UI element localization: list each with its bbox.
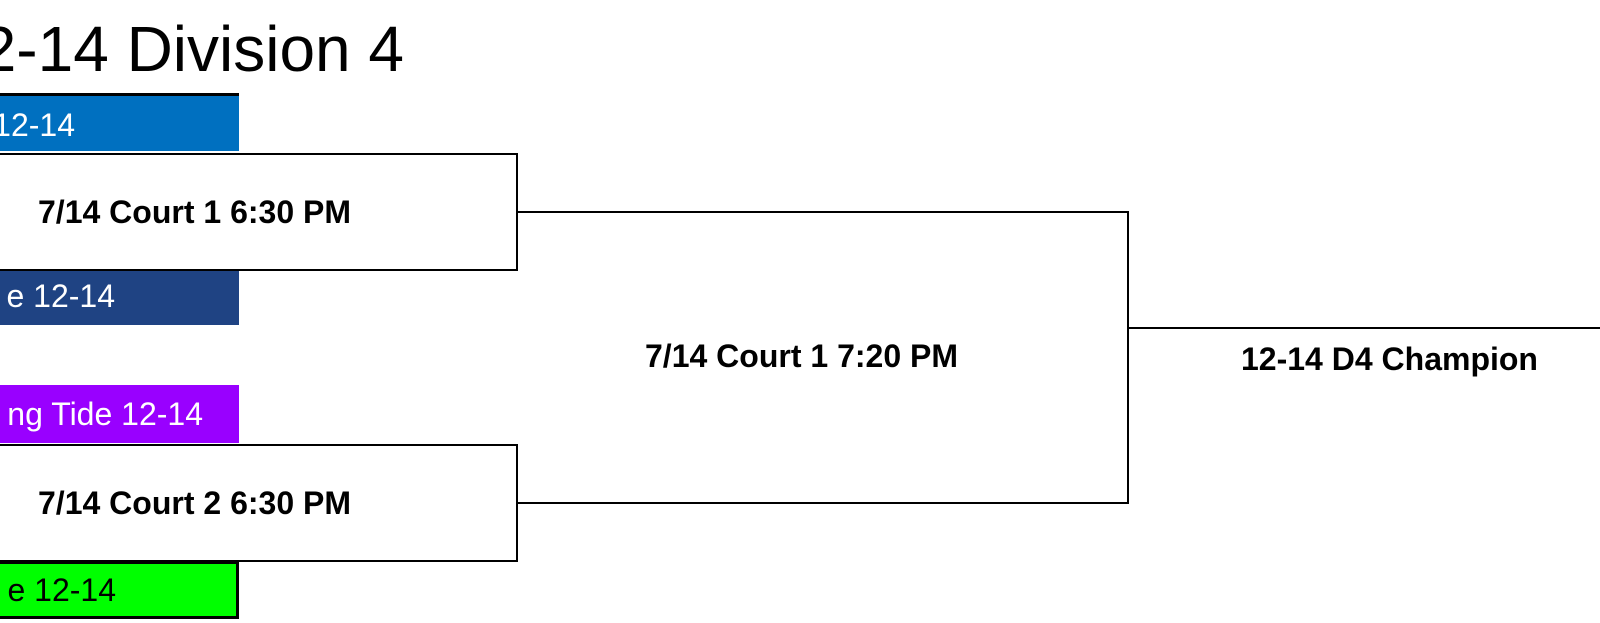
team-slot-3: ng Tide 12-14 <box>0 385 239 443</box>
game-box-1: 7/14 Court 1 6:30 PM <box>0 153 518 271</box>
semifinal-label: 7/14 Court 1 7:20 PM <box>645 338 958 374</box>
connector-semifinal-vertical <box>1127 211 1129 504</box>
team-slot-1: 12-14 <box>0 93 239 151</box>
game-2-label: 7/14 Court 2 6:30 PM <box>38 485 351 521</box>
team-slot-2: e 12-14 <box>0 267 239 325</box>
team-name-4: e 12-14 <box>7 572 116 608</box>
connector-game-2 <box>518 502 1129 504</box>
game-1-label: 7/14 Court 1 6:30 PM <box>38 194 351 230</box>
team-slot-4: e 12-14 <box>0 561 239 619</box>
bracket-title-text: 12-14 Division 4 <box>0 14 404 84</box>
connector-champion <box>1127 327 1600 329</box>
team-name-2: e 12-14 <box>6 278 115 314</box>
champion-label: 12-14 D4 Champion <box>1241 341 1538 377</box>
bracket-title: 12-14 Division 4 <box>0 14 440 84</box>
team-name-3: ng Tide 12-14 <box>7 396 203 432</box>
team-name-1: 12-14 <box>0 107 75 143</box>
game-box-2: 7/14 Court 2 6:30 PM <box>0 444 518 562</box>
connector-game-1 <box>518 211 1129 213</box>
